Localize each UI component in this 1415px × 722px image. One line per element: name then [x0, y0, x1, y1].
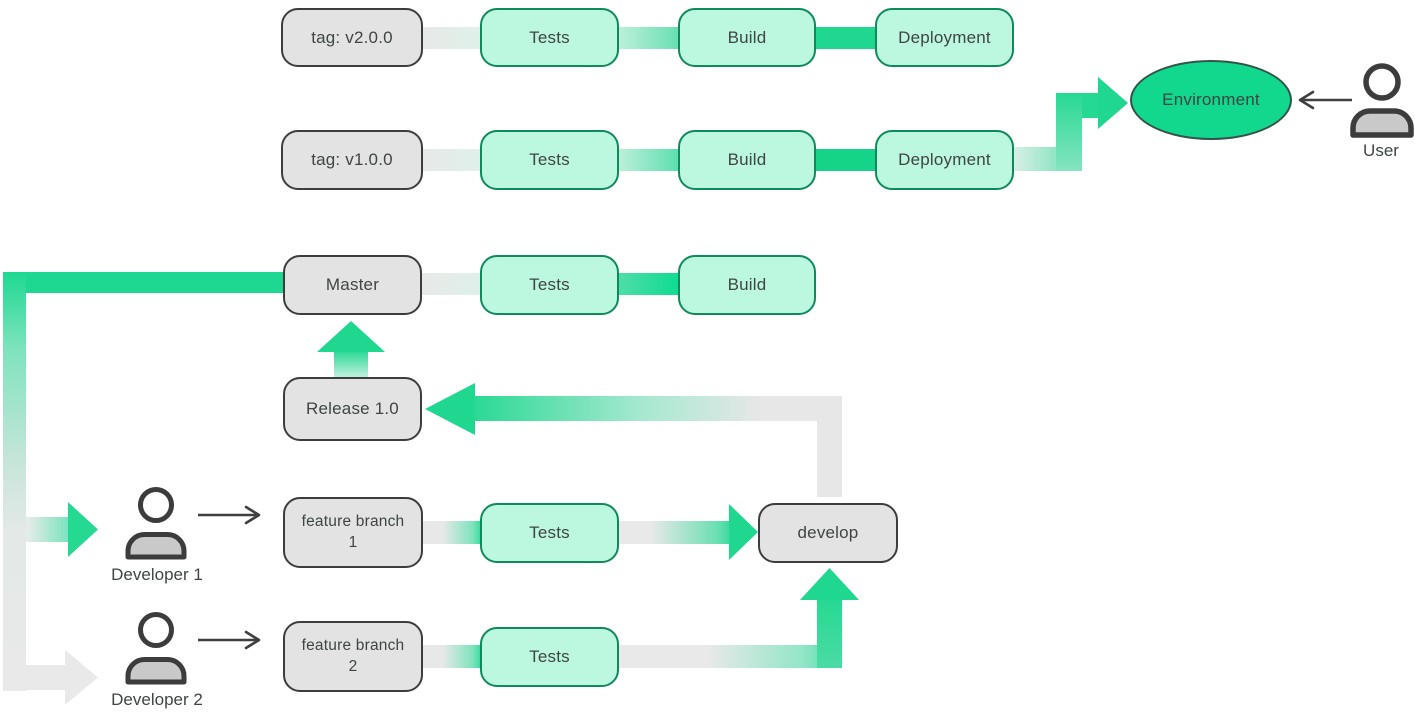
arrow-release-to-master-segment: [334, 351, 368, 378]
node-release-1-0: Release 1.0: [283, 377, 422, 441]
node-master: Master: [283, 255, 422, 315]
arrow-tests2-to-develop-segment: [817, 600, 842, 668]
node-tag-v2: tag: v2.0.0: [281, 8, 423, 67]
node-label: Master: [325, 275, 380, 294]
loop-master-to-developers-segment: [3, 272, 26, 691]
connector-tagv2-tests: [421, 27, 482, 49]
arrow-developer2-to-branch: [198, 630, 261, 650]
arrow-developer1-to-branch: [198, 505, 261, 525]
node-label: Build: [727, 150, 767, 169]
user-label: User: [1363, 141, 1399, 160]
node-label: Deployment: [898, 150, 991, 169]
node-tests-v1: Tests: [480, 130, 619, 190]
node-deployment-v2: Deployment: [875, 8, 1014, 67]
loop-master-to-developers-segment: [3, 272, 283, 293]
connector-tagv1-tests: [421, 149, 482, 171]
arrowhead-to-release: [425, 383, 475, 435]
node-build-master: Build: [678, 255, 816, 315]
node-label: tag: v1.0.0: [311, 150, 393, 169]
node-label: Build: [727, 275, 767, 294]
node-label: develop: [797, 523, 859, 542]
node-tests-feature2: Tests: [480, 627, 619, 687]
node-tests-v2: Tests: [480, 8, 619, 67]
node-label: Release 1.0: [306, 399, 399, 418]
node-label: Build: [727, 27, 767, 47]
node-label: Tests: [529, 275, 570, 294]
node-label: Tests: [529, 27, 570, 47]
connector-build-deployment-v1: [814, 149, 877, 171]
node-label: Environment: [1162, 90, 1260, 109]
node-deployment-v1: Deployment: [875, 130, 1014, 190]
arrow-tests2-to-develop-segment: [617, 645, 842, 668]
developer1-icon: [125, 487, 187, 560]
connector-tests-build-master: [617, 273, 680, 295]
node-label: Tests: [529, 150, 570, 169]
node-environment: Environment: [1130, 60, 1292, 140]
arrowhead-to-environment: [1098, 77, 1128, 129]
arrow-develop-to-release-segment: [474, 396, 842, 421]
arrow-deployment-to-environment-segment: [1056, 93, 1082, 171]
arrow-deployment-to-environment-segment: [1012, 147, 1062, 171]
connector-build-deployment-v2: [814, 27, 877, 49]
developer2-label: Developer 2: [111, 690, 203, 709]
node-label: tag: v2.0.0: [311, 27, 393, 47]
connector-featurebranch1-tests: [421, 521, 482, 544]
user-icon: [1350, 63, 1414, 138]
node-tests-master: Tests: [480, 255, 619, 315]
connector-tests-build-v2: [617, 27, 680, 49]
connector-master-tests: [420, 273, 482, 295]
node-tag-v1: tag: v1.0.0: [281, 130, 423, 190]
node-build-v1: Build: [678, 130, 816, 190]
arrow-deployment-to-environment-segment: [1082, 93, 1098, 118]
node-label: Tests: [529, 647, 570, 666]
arrowhead-to-master: [317, 321, 385, 352]
node-label: Tests: [529, 523, 570, 542]
arrow-to-developer1-segment: [26, 517, 68, 542]
connector-tests-build-v1: [617, 149, 680, 171]
arrowhead-to-developer1: [68, 502, 98, 557]
node-label: Deployment: [898, 27, 991, 47]
arrowhead-to-develop-bottom: [800, 568, 859, 600]
connector-featurebranch2-tests: [421, 645, 482, 668]
node-build-v2: Build: [678, 8, 816, 67]
arrow-user-to-environment: [1298, 90, 1352, 110]
developer2-icon: [125, 612, 187, 685]
arrow-tests-to-develop-segment: [617, 521, 729, 544]
node-tests-feature1: Tests: [480, 503, 619, 563]
arrow-to-developer2-segment: [3, 665, 65, 690]
node-develop: develop: [758, 503, 898, 563]
developer1-label: Developer 1: [111, 565, 203, 584]
arrow-develop-to-release-segment: [817, 396, 842, 497]
arrowhead-to-develop: [729, 504, 758, 560]
